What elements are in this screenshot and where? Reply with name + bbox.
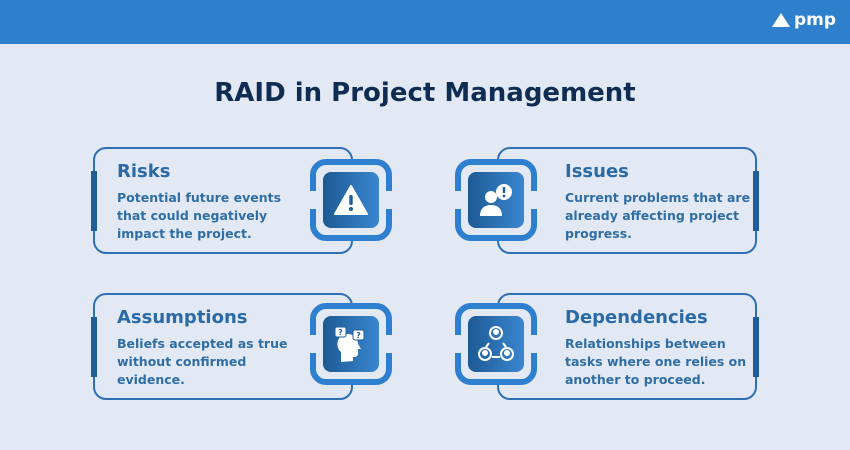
card-dependencies: Dependencies Relationships between tasks… — [497, 293, 759, 400]
svg-text:?: ? — [356, 331, 361, 340]
person-alert-icon — [468, 172, 524, 228]
accent-bar — [91, 317, 97, 377]
card-heading: Issues — [565, 161, 629, 182]
card-text: Relationships between tasks where one re… — [565, 336, 747, 387]
card-heading: Dependencies — [565, 307, 708, 328]
header-bar: pmp — [0, 0, 850, 44]
card-heading: Assumptions — [117, 307, 248, 328]
card-heading: Risks — [117, 161, 171, 182]
logo-text: pmp — [793, 10, 836, 30]
card-assumptions: Assumptions Beliefs accepted as true wit… — [91, 293, 353, 400]
card-text: Current problems that are already affect… — [565, 190, 751, 241]
logo-mark-icon — [771, 13, 790, 27]
card-text: Potential future events that could negat… — [117, 190, 282, 241]
icon-frame: ?? — [309, 303, 393, 385]
svg-text:?: ? — [338, 328, 343, 337]
icon-frame — [309, 159, 393, 241]
warning-icon — [323, 172, 379, 228]
icon-frame — [454, 303, 538, 385]
card-issues: Issues Current problems that are already… — [497, 147, 759, 254]
icon-frame — [454, 159, 538, 241]
accent-bar — [753, 171, 759, 231]
card-text: Beliefs accepted as true without confirm… — [117, 336, 288, 387]
people-network-icon — [468, 316, 524, 372]
card-risks: Risks Potential future events that could… — [91, 147, 353, 254]
brand-logo: pmp — [771, 10, 836, 30]
accent-bar — [753, 317, 759, 377]
accent-bar — [91, 171, 97, 231]
page-title: RAID in Project Management — [214, 78, 636, 108]
head-question-icon: ?? — [323, 316, 379, 372]
